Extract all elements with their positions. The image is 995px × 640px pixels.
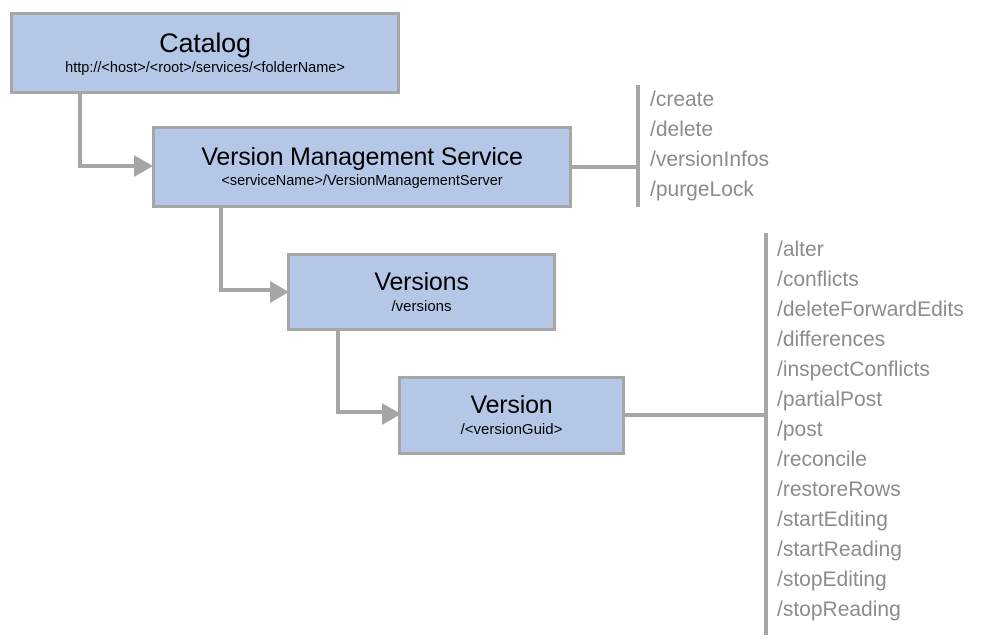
arrowhead-catalog-to-service xyxy=(134,155,153,177)
operation-item[interactable]: /alter xyxy=(777,238,824,261)
node-version-title: Version xyxy=(470,391,553,420)
operation-item[interactable]: /delete xyxy=(650,118,714,141)
node-version-management-service-title: Version Management Service xyxy=(201,142,523,171)
operation-item[interactable]: /stopReading xyxy=(777,598,901,621)
operation-list-service: /create/delete/versionInfos/purgeLock xyxy=(650,85,769,205)
bracket-version-operations xyxy=(764,233,768,635)
connector-catalog-to-service-vertical xyxy=(78,94,82,164)
node-version-subtitle: /<versionGuid> xyxy=(460,421,563,439)
arrowhead-service-to-versions xyxy=(270,281,289,303)
node-catalog-title: Catalog xyxy=(159,27,251,58)
operation-item[interactable]: /versionInfos xyxy=(650,148,770,171)
connector-version-to-operations xyxy=(623,413,768,417)
node-versions-subtitle: /versions xyxy=(391,297,452,315)
operation-item[interactable]: /differences xyxy=(777,328,886,351)
node-catalog-subtitle: http://<host>/<root>/services/<folderNam… xyxy=(65,60,345,77)
operation-item[interactable]: /create xyxy=(650,88,715,111)
arrowhead-versions-to-version xyxy=(382,403,401,425)
operation-list-version: /alter/conflicts/deleteForwardEdits/diff… xyxy=(777,235,964,625)
operation-item[interactable]: /stopEditing xyxy=(777,568,887,591)
connector-service-to-versions-vertical xyxy=(219,208,223,292)
operation-item[interactable]: /reconcile xyxy=(777,448,867,471)
node-versions-title: Versions xyxy=(374,267,469,296)
operation-item[interactable]: /startEditing xyxy=(777,508,888,531)
node-version-management-service[interactable]: Version Management Service <serviceName>… xyxy=(152,126,572,208)
node-versions[interactable]: Versions /versions xyxy=(287,253,556,331)
connector-service-to-versions-horizontal xyxy=(219,288,275,292)
connector-catalog-to-service-horizontal xyxy=(78,164,138,168)
operation-item[interactable]: /inspectConflicts xyxy=(777,358,930,381)
operation-item[interactable]: /purgeLock xyxy=(650,178,754,201)
node-version[interactable]: Version /<versionGuid> xyxy=(398,376,625,455)
operation-item[interactable]: /post xyxy=(777,418,823,441)
connector-versions-to-version-vertical xyxy=(336,331,340,414)
operation-item[interactable]: /partialPost xyxy=(777,388,883,411)
connector-versions-to-version-horizontal xyxy=(336,410,388,414)
operation-item[interactable]: /startReading xyxy=(777,538,902,561)
connector-service-to-operations xyxy=(570,165,640,169)
operation-item[interactable]: /restoreRows xyxy=(777,478,901,501)
node-version-management-service-subtitle: <serviceName>/VersionManagementServer xyxy=(221,173,503,190)
operation-item[interactable]: /conflicts xyxy=(777,268,859,291)
bracket-service-operations xyxy=(636,85,640,207)
operation-item[interactable]: /deleteForwardEdits xyxy=(777,298,964,321)
node-catalog[interactable]: Catalog http://<host>/<root>/services/<f… xyxy=(10,12,400,94)
